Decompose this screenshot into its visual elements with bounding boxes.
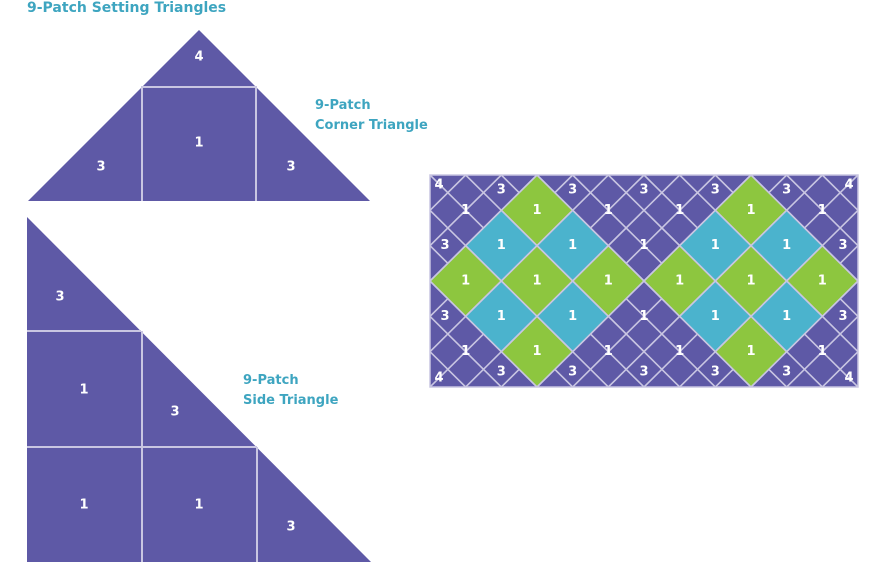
quilt-block-number: 1 [746, 274, 755, 289]
side-botmid-number: 1 [194, 498, 203, 513]
quilt-block-number: 1 [711, 238, 720, 253]
quilt-seam [857, 175, 858, 177]
quilt-block-number: 1 [604, 344, 613, 359]
quilt-block-number: 1 [675, 344, 684, 359]
quilt-block-number: 1 [461, 203, 470, 218]
quilt-block-green [500, 315, 574, 387]
quilt-block-number: 1 [746, 203, 755, 218]
side-midleft-number: 1 [79, 383, 88, 398]
quilt-block-number: 1 [639, 309, 648, 324]
side-botleft-number: 1 [79, 498, 88, 513]
quilt-layout: 1111111111111111111111111111111111111111… [0, 174, 885, 563]
quilt-seam [500, 175, 716, 387]
quilt-corner-number: 4 [844, 178, 853, 193]
corner-label-line1: 9-Patch [315, 98, 371, 113]
quilt-seam [0, 175, 2, 563]
corner-triangle: 4 1 3 3 [28, 30, 370, 201]
quilt-edge-number-top: 3 [639, 183, 648, 198]
quilt-block-number: 1 [818, 274, 827, 289]
corner-triangle-piece-right [256, 87, 370, 201]
corner-triangle-piece-top [142, 30, 256, 87]
side-label-line1: 9-Patch [243, 373, 299, 388]
side-label-line2: Side Triangle [243, 393, 339, 408]
corner-triangle-seams [141, 86, 257, 201]
quilt-edge-number-bottom: 3 [639, 365, 648, 380]
quilt-block-number: 1 [639, 238, 648, 253]
quilt-block-number: 1 [675, 203, 684, 218]
corner-triangle-piece-center [142, 87, 256, 201]
quilt-edge-number-top: 3 [497, 183, 506, 198]
quilt-block-number: 1 [532, 203, 541, 218]
quilt-diamonds: 1111111111111111111111111111111111111111… [0, 175, 885, 563]
quilt-block-number: 1 [604, 274, 613, 289]
quilt-edge-number-bottom: 3 [711, 365, 720, 380]
quilt-edge-number-right: 3 [838, 309, 847, 324]
quilt-edge-number-top: 3 [568, 183, 577, 198]
side-botright-number: 3 [286, 520, 295, 535]
quilt-edge-number-left: 3 [440, 238, 449, 253]
quilt-block-number: 1 [782, 238, 791, 253]
quilt-block-number: 1 [782, 309, 791, 324]
quilt-block-number: 1 [497, 238, 506, 253]
side-triangle: 3 1 3 1 1 3 [27, 217, 371, 562]
quilt-edge-number-bottom: 3 [568, 365, 577, 380]
quilt-block-number: 1 [461, 344, 470, 359]
quilt-block-green [714, 315, 788, 387]
corner-triangle-label: 9-Patch Corner Triangle [315, 96, 428, 136]
quilt-block-number: 1 [711, 309, 720, 324]
quilt-block-number: 1 [497, 309, 506, 324]
quilt-corner-number: 4 [434, 371, 443, 386]
corner-left-number: 3 [96, 160, 105, 175]
quilt-block-number: 1 [604, 203, 613, 218]
quilt-block-number: 1 [818, 203, 827, 218]
quilt-edge-number-bottom: 3 [497, 365, 506, 380]
quilt-block-number: 1 [746, 344, 755, 359]
quilt-edge-number-bottom: 3 [782, 365, 791, 380]
quilt-edge-number-left: 3 [440, 309, 449, 324]
corner-center-number: 1 [194, 136, 203, 151]
quilt-block-number: 1 [818, 344, 827, 359]
corner-right-number: 3 [286, 160, 295, 175]
side-top-number: 3 [55, 290, 64, 305]
quilt-corner-number: 4 [844, 371, 853, 386]
side-triangle-label: 9-Patch Side Triangle [243, 371, 338, 411]
quilt-block-number: 1 [568, 238, 577, 253]
quilt-edge-number-right: 3 [838, 238, 847, 253]
quilt-block-number: 1 [568, 309, 577, 324]
side-mid-number: 3 [170, 405, 179, 420]
quilt-seam [858, 175, 885, 563]
corner-label-line2: Corner Triangle [315, 118, 428, 133]
quilt-corner-number: 4 [434, 178, 443, 193]
quilt-block-number: 1 [675, 274, 684, 289]
corner-triangle-piece-left [28, 87, 142, 201]
quilt-block-number: 1 [532, 274, 541, 289]
side-triangle-shape [27, 217, 371, 562]
quilt-edge-number-top: 3 [711, 183, 720, 198]
corner-top-number: 4 [194, 50, 203, 65]
quilt-block-number: 1 [532, 344, 541, 359]
quilt-border [429, 174, 859, 388]
quilt-edge-number-top: 3 [782, 183, 791, 198]
diagram-title: 9-Patch Setting Triangles [27, 0, 227, 16]
quilt-block-number: 1 [461, 274, 470, 289]
